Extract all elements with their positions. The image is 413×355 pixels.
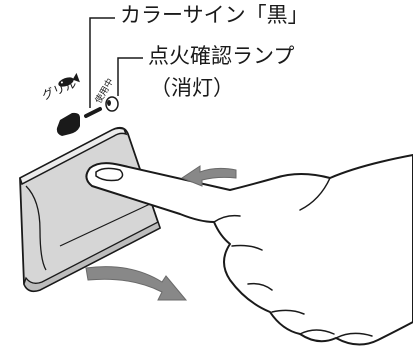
pull-arrow-icon <box>85 266 188 301</box>
leader-line-color-sign <box>89 17 115 108</box>
separator-dash <box>84 107 102 118</box>
thumbnail <box>95 167 124 182</box>
hand <box>85 154 413 346</box>
leader-lines <box>89 17 143 108</box>
fish-icon <box>58 72 80 87</box>
callout-ignition-lamp: 点火確認ランプ <box>148 44 295 68</box>
control-panel[interactable] <box>19 126 161 293</box>
push-arrow-icon <box>180 165 237 187</box>
callout-lamp-state: （消灯） <box>150 76 234 100</box>
ignition-lamp <box>105 96 119 112</box>
color-sign-block <box>56 112 80 136</box>
leader-line-lamp <box>117 57 143 96</box>
callout-color-sign: カラーサイン「黒」 <box>120 3 309 27</box>
hand-outline <box>85 154 413 346</box>
